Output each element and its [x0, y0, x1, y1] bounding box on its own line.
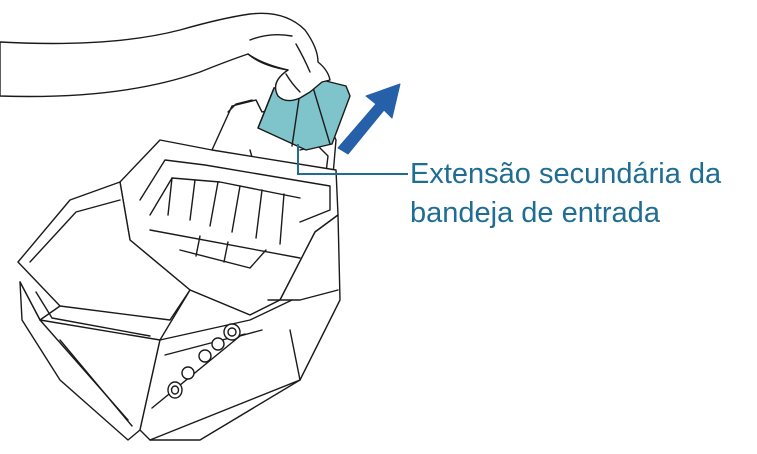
- callout-label: Extensão secundária da bandeja de entrad…: [410, 155, 750, 233]
- callout-leader-line: [297, 144, 408, 175]
- up-right-arrow-icon: [337, 83, 401, 155]
- scanner-body: [17, 139, 341, 441]
- hand-pulling: [0, 12, 331, 102]
- callout-line-2: bandeja de entrada: [410, 197, 660, 229]
- callout-line-1: Extensão secundária da: [410, 158, 722, 190]
